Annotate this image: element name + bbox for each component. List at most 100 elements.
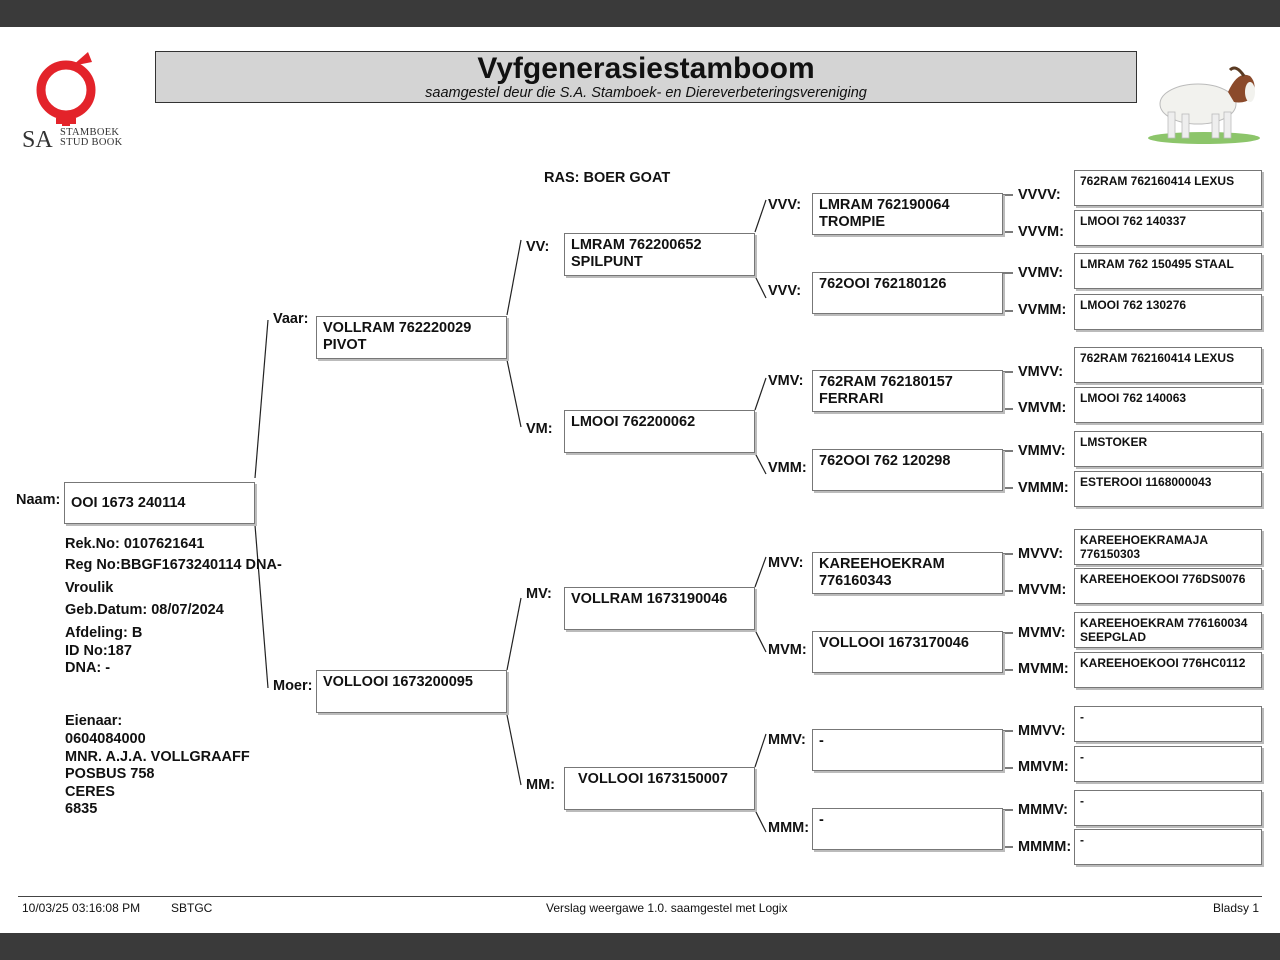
owner-label: Eienaar:	[65, 713, 123, 729]
gen2-mm-line1: VOLLOOI 1673150007	[578, 771, 728, 787]
gen2-vv-line2: SPILPUNT	[571, 254, 643, 270]
sire-box[interactable]: VOLLRAM 762220029 PIVOT	[316, 316, 507, 359]
gen2-vm-line1: LMOOI 762200062	[571, 414, 696, 430]
boer-goat-illustration	[1148, 66, 1260, 144]
gen4-15-line1: -	[1080, 794, 1084, 808]
sa-studbook-logo	[36, 52, 96, 126]
gen4-box-9[interactable]: KAREEHOEKRAMAJA 776150303	[1074, 529, 1262, 565]
gen2-box-vv[interactable]: LMRAM 762200652 SPILPUNT	[564, 233, 755, 276]
gen4-12-line1: KAREEHOEKOOI 776HC0112	[1080, 656, 1246, 670]
top-frame-bar	[0, 0, 1280, 27]
gen4-14-line1: -	[1080, 750, 1084, 764]
gen3-2-line1: 762OOI 762180126	[819, 276, 947, 292]
footer-datetime: 10/03/25 03:16:08 PM	[22, 901, 141, 915]
sire-line1: VOLLRAM 762220029	[323, 320, 472, 336]
gen3-label-2: VVV:	[768, 283, 802, 299]
gen3-box-3[interactable]: 762RAM 762180157 FERRARI	[812, 370, 1003, 412]
gen4-label-6: VMVM:	[1018, 400, 1067, 416]
gen4-box-12[interactable]: KAREEHOEKOOI 776HC0112	[1074, 652, 1262, 688]
gen4-box-4[interactable]: LMOOI 762 130276	[1074, 294, 1262, 330]
page-subtitle: saamgestel deur die S.A. Stamboek- en Di…	[425, 85, 867, 101]
gen4-box-6[interactable]: LMOOI 762 140063	[1074, 387, 1262, 423]
gen3-label-8: MMM:	[768, 820, 810, 836]
subject-animal-name: OOI 1673 240114	[71, 495, 186, 511]
gen4-label-4: VVMM:	[1018, 302, 1067, 318]
owner-address2: CERES	[65, 784, 115, 800]
owner-code: 6835	[65, 801, 98, 817]
gen4-11-line2: SEEPGLAD	[1080, 630, 1147, 644]
gen3-5-line2: 776160343	[819, 573, 892, 589]
gen2-label-mm: MM:	[526, 777, 555, 793]
reg-no: Reg No:BBGF1673240114 DNA-	[65, 557, 282, 573]
gen4-1-line1: 762RAM 762160414 LEXUS	[1080, 174, 1235, 188]
gen3-1-line1: LMRAM 762190064	[819, 197, 950, 213]
gen4-box-8[interactable]: ESTEROOI 1168000043	[1074, 471, 1262, 507]
gen3-box-8[interactable]: -	[812, 808, 1003, 850]
gen4-7-line1: LMSTOKER	[1080, 435, 1148, 449]
breed-label: RAS: BOER GOAT	[544, 170, 671, 186]
gen4-box-10[interactable]: KAREEHOEKOOI 776DS0076	[1074, 568, 1262, 604]
gen3-box-6[interactable]: VOLLOOI 1673170046	[812, 631, 1003, 673]
footer-code: SBTGC	[171, 901, 213, 915]
gen3-label-6: MVM:	[768, 642, 807, 658]
gen4-label-16: MMMM:	[1018, 839, 1072, 855]
dam-box[interactable]: VOLLOOI 1673200095	[316, 670, 507, 713]
gen4-box-7[interactable]: LMSTOKER	[1074, 431, 1262, 467]
gen4-box-13[interactable]: -	[1074, 706, 1262, 742]
logo-sa-text: SA	[22, 127, 53, 153]
title-banner: Vyfgenerasiestamboom saamgestel deur die…	[155, 51, 1137, 103]
gen4-2-line1: LMOOI 762 140337	[1080, 214, 1187, 228]
gen3-box-1[interactable]: LMRAM 762190064 TROMPIE	[812, 193, 1003, 235]
gen1-label-sire: Vaar:	[273, 311, 309, 327]
gen4-box-2[interactable]: LMOOI 762 140337	[1074, 210, 1262, 246]
gen3-box-4[interactable]: 762OOI 762 120298	[812, 449, 1003, 491]
gen4-13-line1: -	[1080, 710, 1084, 724]
gen4-10-line1: KAREEHOEKOOI 776DS0076	[1080, 572, 1246, 586]
gen4-6-line1: LMOOI 762 140063	[1080, 391, 1187, 405]
gen4-3-line1: LMRAM 762 150495 STAAL	[1080, 257, 1234, 271]
gen3-6-line1: VOLLOOI 1673170046	[819, 635, 969, 651]
gen4-label-15: MMMV:	[1018, 802, 1068, 818]
gen4-box-16[interactable]: -	[1074, 829, 1262, 865]
footer-divider	[18, 896, 1262, 897]
gen4-box-3[interactable]: LMRAM 762 150495 STAAL	[1074, 253, 1262, 289]
gen2-vv-line1: LMRAM 762200652	[571, 237, 702, 253]
gen3-box-5[interactable]: KAREEHOEKRAM 776160343	[812, 552, 1003, 594]
gen3-box-2[interactable]: 762OOI 762180126	[812, 272, 1003, 314]
gen4-label-12: MVMM:	[1018, 661, 1069, 677]
gen4-box-1[interactable]: 762RAM 762160414 LEXUS	[1074, 170, 1262, 206]
owner-name: MNR. A.J.A. VOLLGRAAFF	[65, 749, 250, 765]
owner-address1: POSBUS 758	[65, 766, 155, 782]
gen2-box-mv[interactable]: VOLLRAM 1673190046	[564, 587, 755, 630]
gen4-box-15[interactable]: -	[1074, 790, 1262, 826]
gen4-8-line1: ESTEROOI 1168000043	[1080, 475, 1212, 489]
gen4-label-2: VVVM:	[1018, 224, 1064, 240]
gen3-1-line2: TROMPIE	[819, 214, 886, 230]
gen3-box-7[interactable]: -	[812, 729, 1003, 771]
name-label: Naam:	[16, 492, 61, 508]
footer-version: Verslag weergawe 1.0. saamgestel met Log…	[546, 901, 788, 915]
gen3-8-line1: -	[819, 812, 824, 828]
gen4-9-line1: KAREEHOEKRAMAJA	[1080, 533, 1209, 547]
gen4-5-line1: 762RAM 762160414 LEXUS	[1080, 351, 1235, 365]
gen2-box-mm[interactable]: VOLLOOI 1673150007	[564, 767, 755, 810]
gen3-7-line1: -	[819, 733, 824, 749]
subject-animal-box[interactable]: OOI 1673 240114	[64, 482, 255, 524]
gen4-box-11[interactable]: KAREEHOEKRAM 776160034 SEEPGLAD	[1074, 612, 1262, 648]
gen4-label-5: VMVV:	[1018, 364, 1064, 380]
sex: Vroulik	[65, 580, 114, 596]
gen2-box-vm[interactable]: LMOOI 762200062	[564, 410, 755, 453]
page-title: Vyfgenerasiestamboom	[477, 52, 815, 85]
gen3-label-3: VMV:	[768, 373, 804, 389]
gen4-9-line2: 776150303	[1080, 547, 1141, 561]
sire-line2: PIVOT	[323, 337, 367, 353]
gen3-label-4: VMM:	[768, 460, 807, 476]
gen4-box-5[interactable]: 762RAM 762160414 LEXUS	[1074, 347, 1262, 383]
gen3-3-line2: FERRARI	[819, 391, 884, 407]
gen2-label-vm: VM:	[526, 421, 553, 437]
gen4-box-14[interactable]: -	[1074, 746, 1262, 782]
gen4-label-14: MMVM:	[1018, 759, 1069, 775]
gen2-mv-line1: VOLLRAM 1673190046	[571, 591, 728, 607]
logo-sub-studbook: STUD BOOK	[60, 137, 123, 148]
gen3-label-1: VVV:	[768, 197, 802, 213]
